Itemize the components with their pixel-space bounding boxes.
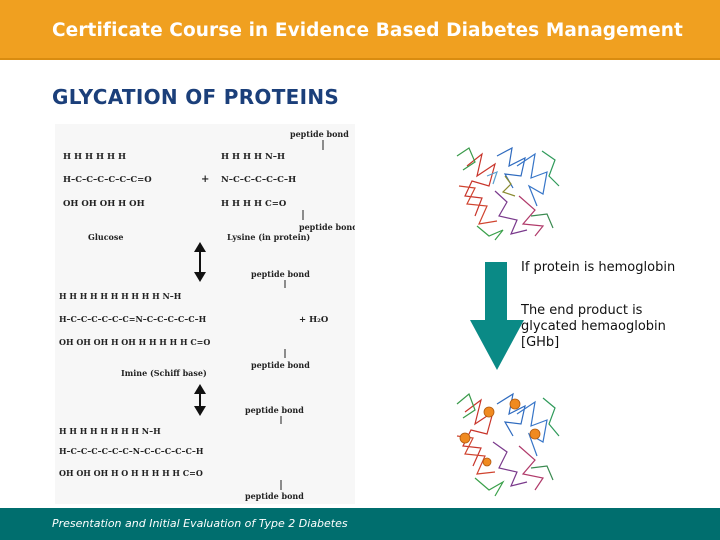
imine-h-row: H H H H H H H H H H N–H [59, 291, 182, 301]
reversible-arrow-icon [194, 384, 206, 416]
label-peptide-bond: peptide bond [251, 360, 310, 370]
amadori-oh-row: OH OH OH H O H H H H H C=O [59, 468, 203, 478]
lysine-chain: N–C–C–C–C–C–H [221, 175, 296, 185]
lysine-h-row: H H H H N–H [221, 152, 285, 162]
glucose-marker-icon [459, 398, 541, 467]
label-lysine: Lysine (in protein) [227, 232, 310, 242]
label-glucose: Glucose [88, 232, 124, 242]
hemoglobin-note: If protein is hemoglobin [521, 260, 676, 275]
label-peptide-bond: peptide bond [290, 129, 349, 139]
label-peptide-bond: peptide bond [245, 491, 304, 501]
plus-sign: + [201, 174, 209, 185]
label-peptide-bond: peptide bond [251, 269, 310, 279]
header-bar: Certificate Course in Evidence Based Dia… [0, 0, 720, 60]
label-peptide-bond: peptide bond [299, 222, 355, 232]
water-product: + H₂O [299, 315, 329, 325]
down-arrow-icon [470, 262, 524, 370]
reversible-arrow-icon [194, 242, 206, 282]
glycated-hemoglobin-image [447, 382, 565, 502]
label-imine: Imine (Schiff base) [121, 368, 207, 378]
slide-title: GLYCATION OF PROTEINS [52, 85, 340, 109]
imine-chain: H–C–C–C–C–C–C=N–C–C–C–C–C–H [59, 314, 207, 324]
course-title: Certificate Course in Evidence Based Dia… [52, 20, 684, 41]
glycation-reaction-diagram: peptide bond H H H H H H H–C–C–C–C–C–C=O… [55, 124, 355, 504]
label-peptide-bond: peptide bond [245, 405, 304, 415]
ghb-note: The end product is glycated hemaoglobin … [521, 303, 666, 350]
hemoglobin-image [447, 136, 565, 244]
amadori-h-row: H H H H H H H H N–H [59, 426, 161, 436]
imine-oh-row: OH OH OH H OH H H H H H C=O [59, 337, 210, 347]
footer-bar: Presentation and Initial Evaluation of T… [0, 508, 720, 540]
footer-text: Presentation and Initial Evaluation of T… [52, 517, 348, 530]
glucose-h-row: H H H H H H [63, 152, 126, 162]
glucose-chain: H–C–C–C–C–C–C=O [63, 175, 152, 185]
lysine-bottom-row: H H H H C=O [221, 199, 287, 209]
glucose-oh-row: OH OH OH H OH [63, 199, 145, 209]
amadori-chain: H–C–C–C–C–C–C–N–C–C–C–C–C–H [59, 446, 204, 456]
